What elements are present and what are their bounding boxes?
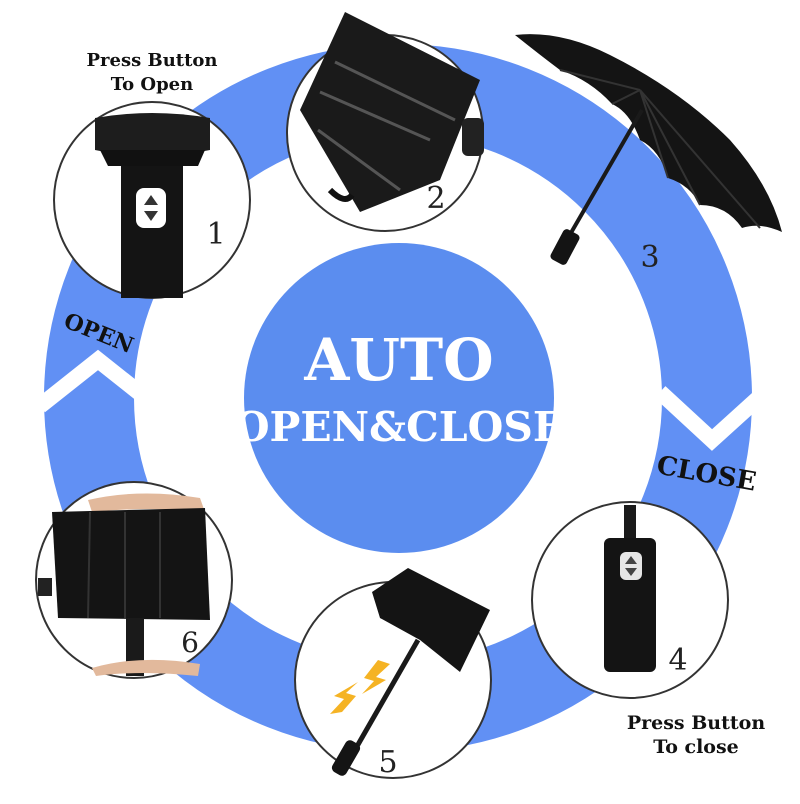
close-caption-line1: Press Button bbox=[627, 712, 765, 734]
step-6-number: 6 bbox=[181, 626, 199, 659]
step-5-photo: 5 bbox=[294, 568, 492, 780]
compress-umbrella-icon bbox=[38, 493, 210, 676]
compress-arrows-icon bbox=[330, 660, 390, 714]
step-1-number: 1 bbox=[206, 217, 225, 252]
open-caption-line2: To Open bbox=[111, 74, 193, 95]
step-4-number: 4 bbox=[668, 643, 687, 678]
step-4-photo: 4 bbox=[531, 501, 729, 699]
open-direction-chevron bbox=[35, 349, 161, 413]
center-disk bbox=[244, 243, 554, 553]
closing-umbrella-icon bbox=[331, 568, 490, 776]
close-caption-line2: To close bbox=[653, 736, 739, 758]
step-3-photo: 3 bbox=[515, 34, 782, 275]
handle-button-icon bbox=[604, 505, 656, 672]
folded-umbrella-icon bbox=[300, 12, 484, 212]
step-2-photo: 2 bbox=[286, 12, 484, 232]
step-1-photo: 1 bbox=[53, 101, 251, 299]
step-2-number: 2 bbox=[426, 181, 445, 216]
center-title-line2: OPEN&CLOSE bbox=[234, 403, 564, 451]
step-6-photo: 6 bbox=[35, 481, 233, 679]
button-handle-icon bbox=[95, 113, 210, 298]
open-caption-line1: Press Button bbox=[86, 50, 217, 71]
center-title-line1: AUTO bbox=[303, 326, 493, 394]
step-3-number: 3 bbox=[640, 240, 659, 275]
open-umbrella-icon bbox=[515, 34, 782, 265]
step-5-number: 5 bbox=[378, 745, 397, 780]
close-direction-chevron bbox=[654, 386, 771, 451]
